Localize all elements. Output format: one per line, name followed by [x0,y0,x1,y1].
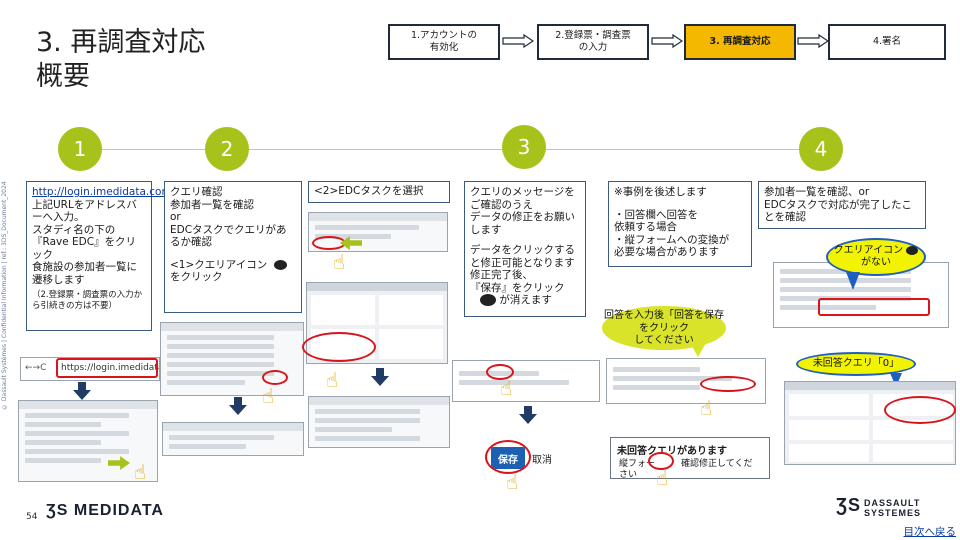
flow-arrow-icon [502,34,534,48]
step4-instruction-box: 参加者一覧を確認、or EDCタスクで対応が完了したことを確認 [758,181,926,229]
pointer-hand-icon: ☝ [656,466,669,490]
step2-select-text: <2>EDCタスクを選択 [314,185,424,197]
query-popup-line2: 確認修正してくだ [681,459,753,469]
dassault-logo: ƷS DASSAULT SYSTEMES [836,495,922,518]
step-number-1: 1 [58,127,102,171]
callout-pointer [846,272,860,290]
step3-text2: データをクリックすると修正可能となります 修正完了後、 [470,244,575,281]
flow-step-2: 2.登録票・調査票 の入力 [537,24,649,60]
timeline-line [70,149,830,150]
title-line1: 3. 再調査対応 [36,27,206,58]
highlight-save-button [485,440,531,474]
login-url-link[interactable]: http://login.imedidata.com [32,186,172,198]
address-bar-url[interactable]: https://login.imedidata.com [61,363,159,373]
step3b-text: ※事例を後述します [614,186,707,198]
down-arrow-icon [229,397,247,415]
data-edit-screenshot [452,360,600,402]
pointer-hand-icon: ☝ [700,396,713,420]
step2-click-text: をクリック [170,271,223,283]
zero-query-callout: 未回答クエリ「0」 [796,352,916,376]
page-title: 3. 再調査対応 概要 [36,26,205,94]
step3-text4: が消えます [499,294,552,306]
query-popup-line1: 縦フォー [619,459,656,469]
cancel-button[interactable]: 取消 [532,455,552,466]
flow-step-3-active: 3. 再調査対応 [684,24,796,60]
step1-instruction-box: http://login.imedidata.com 上記URLをアドレスバーへ… [26,181,172,331]
pointer-hand-icon: ☝ [326,368,339,392]
step3-text: クエリのメッセージをご確認のうえ データの修正をお願いします [470,186,575,236]
step2-select-box: <2>EDCタスクを選択 [308,181,450,203]
back-to-toc-link[interactable]: 目次へ戻る [903,526,957,538]
side-copyright: © Dassault Systèmes | Confidential Infor… [1,181,8,410]
highlight-answer-field [700,376,756,392]
form-screenshot [162,422,304,456]
query-list-screenshot [308,396,450,448]
step-number-2: 2 [205,127,249,171]
step3-instruction-box: クエリのメッセージをご確認のうえ データの修正をお願いします データをクリックす… [464,181,586,317]
highlight-address-bar [56,358,158,378]
medidata-logo: ƷS MEDIDATA [46,502,164,519]
step2-query-icon-text: <1>クエリアイコン [170,258,268,271]
step1-text: 上記URLをアドレスバーへ入力。 スタディ名の下の『Rave EDC』をクリック… [32,198,137,286]
step3b-instruction-box: ※事例を後述します ・回答欄へ回答を 依頼する場合 ・縦フォームへの変換が 必要… [608,181,752,267]
subject-list-screenshot [160,322,304,396]
flow-arrow-icon [797,34,829,48]
highlight-data-field [486,364,514,380]
study-header-screenshot [308,212,448,252]
highlight-query-icon [262,370,288,385]
down-arrow-icon [519,406,537,424]
flow-step-1: 1.アカウントの 有効化 [388,24,500,60]
page-number: 54 [26,512,38,522]
logo-mark-icon: ƷS [836,495,862,515]
step2-text: クエリ確認 参加者一覧を確認 or EDCタスクでクエリがあるか確認 [170,186,287,248]
step2-instruction-box: クエリ確認 参加者一覧を確認 or EDCタスクでクエリがあるか確認 <1>クエ… [164,181,302,313]
highlight-query-count [302,332,376,362]
step4-text: 参加者一覧を確認、or EDCタスクで対応が完了したことを確認 [764,186,913,223]
title-line2: 概要 [36,61,90,92]
pointer-hand-icon: ☝ [506,470,519,494]
down-arrow-icon [371,368,389,386]
callout-text-b: がない [861,257,891,268]
pointer-hand-icon: ☝ [262,384,275,408]
highlight-no-query-row [818,298,930,316]
down-arrow-icon [73,382,91,400]
pointer-hand-icon: ☝ [333,250,346,274]
step-number-3: 3 [502,125,546,169]
pointer-hand-icon: ☝ [134,460,147,484]
flow-step-4: 4.署名 [828,24,946,60]
query-bubble-icon [480,294,496,306]
callout-pointer [690,343,706,357]
query-bubble-icon [906,245,919,255]
browser-nav-icons: ←→C [25,363,47,373]
logo-mark-icon: ƷS [46,502,74,519]
highlight-query-icon [648,452,674,470]
unanswered-query-popup: 未回答クエリがあります 縦フォー 確認修正してくだ さい [610,437,770,479]
flow-arrow-icon [651,34,683,48]
highlight-zero-query [884,396,956,424]
query-bubble-icon [273,259,287,270]
portal-screenshot [18,400,158,482]
step-number-4: 4 [799,127,843,171]
query-popup-line3: さい [619,470,638,479]
pointer-hand-icon: ☝ [500,376,513,400]
edc-task-panel [306,282,448,364]
step3b-text2: ・回答欄へ回答を 依頼する場合 ・縦フォームへの変換が 必要な場合があります [614,208,730,259]
callout-text-a: クエリアイコン [833,245,904,256]
step3-text3: 『保存』をクリック [470,281,565,294]
query-popup-title: 未回答クエリがあります [617,446,727,457]
answer-save-callout: 回答を入力後「回答を保存をクリック してください [602,306,726,350]
step1-note: （2.登録票・調査票の入力から引続きの方は不要） [32,290,143,311]
no-query-icon-callout: クエリアイコン がない [826,238,926,276]
